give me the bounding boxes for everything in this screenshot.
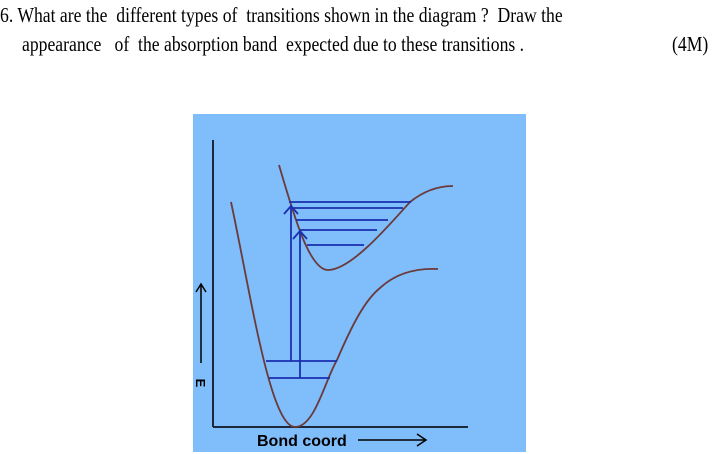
question-marks: (4M) xyxy=(672,32,709,56)
bond-coord-arrowhead xyxy=(416,433,428,447)
transition-arrowhead xyxy=(283,204,299,215)
question-line-1: 6. What are the different types of trans… xyxy=(0,3,563,27)
potential-energy-diagram: E Bond coord xyxy=(193,114,526,452)
energy-arrowhead xyxy=(195,282,207,293)
excited-state-curve xyxy=(278,164,454,271)
transition-arrowhead xyxy=(292,229,308,240)
question-line-2: appearance of the absorption band expect… xyxy=(22,32,525,56)
x-axis-label: Bond coord xyxy=(257,433,347,450)
ground-state-curve xyxy=(230,201,439,428)
diagram-background xyxy=(193,114,526,452)
y-axis-label: E xyxy=(193,379,208,388)
